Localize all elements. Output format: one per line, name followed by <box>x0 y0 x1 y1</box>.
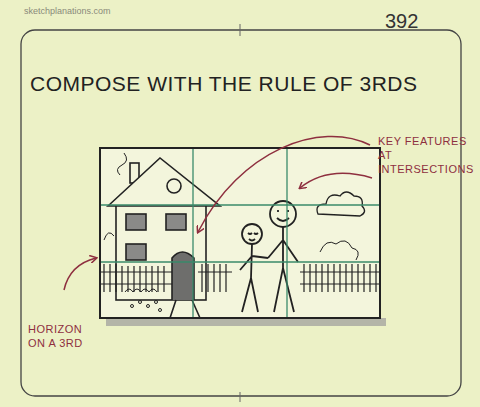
frame-shadow <box>106 318 386 326</box>
callout-label: KEY FEATURES AT INTERSECTIONS <box>378 134 470 176</box>
people <box>240 201 298 312</box>
fence <box>100 264 380 292</box>
house <box>108 153 220 318</box>
garden <box>104 233 358 312</box>
callout-label: HORIZON ON A 3RD <box>28 322 98 350</box>
tick <box>240 24 241 36</box>
title: COMPOSE WITH THE RULE OF 3RDS <box>30 72 418 96</box>
thirds-grid <box>101 149 379 317</box>
card-number: 392 <box>385 10 445 33</box>
photo-frame <box>100 148 380 318</box>
leader-arrows <box>64 136 372 290</box>
watermark: sketchplanations.com <box>24 6 164 16</box>
cloud <box>317 192 365 216</box>
tick <box>240 392 241 402</box>
card-outline <box>21 30 461 396</box>
